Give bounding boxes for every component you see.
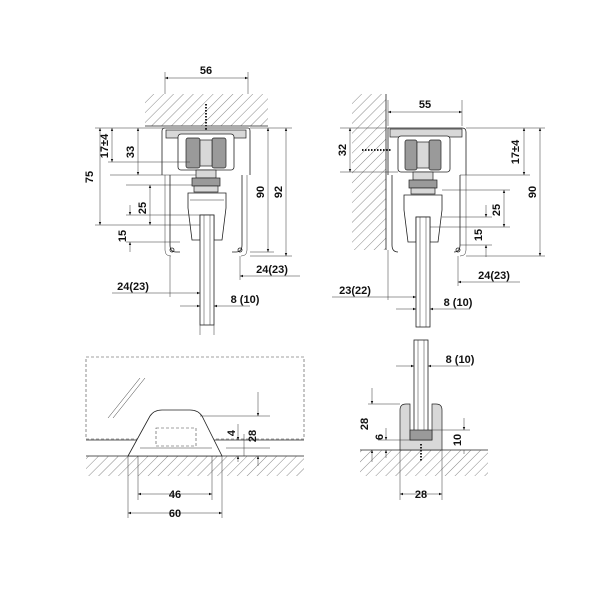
view-ceiling-mount: 56 75 17±4 33 25 15 90 92 24(23) (84, 65, 300, 335)
floor-guide (127, 409, 223, 457)
view-wall-mount: 55 32 17±4 90 25 15 24(23) 23(22) (332, 94, 545, 328)
dim-8-10-wall: 8 (10) (444, 297, 473, 309)
dim-25-right: 25 (491, 204, 503, 216)
dim-6: 6 (374, 434, 386, 440)
dim-4: 4 (226, 429, 238, 436)
track-profile-wall (388, 127, 467, 175)
dim-90-right: 90 (527, 186, 539, 198)
glass-panel (199, 214, 215, 326)
dim-15: 15 (117, 230, 129, 242)
dim-90: 90 (255, 186, 267, 198)
view-floor-guide-section: 8 (10) 28 6 10 28 (359, 339, 488, 501)
dim-8-10-bottom: 8 (10) (446, 354, 475, 366)
view-floor-guide-side: 28 4 46 60 (85, 356, 305, 520)
dim-28-guide: 28 (247, 430, 259, 442)
floor-hatch (86, 456, 304, 476)
dim-33: 33 (125, 146, 137, 158)
dim-25: 25 (137, 202, 149, 214)
dim-8-10: 8 (10) (231, 294, 260, 306)
dim-28-bottom: 28 (415, 489, 427, 501)
dim-23-22: 23(22) (339, 285, 371, 297)
dim-56: 56 (200, 65, 212, 77)
dim-17: 17±4 (99, 133, 111, 158)
dim-24-23-left: 24(23) (117, 281, 149, 293)
dim-46: 46 (169, 489, 181, 501)
dim-24-23-right: 24(23) (256, 264, 288, 276)
dim-75: 75 (84, 171, 96, 183)
dim-15-right: 15 (473, 229, 485, 241)
dim-10: 10 (452, 434, 464, 446)
dim-60: 60 (169, 508, 181, 520)
dim-55: 55 (419, 99, 431, 111)
dim-28-left: 28 (359, 418, 371, 430)
floor-hatch-section (360, 450, 488, 476)
glass-panel-wall (415, 216, 431, 328)
dim-24-23-wall: 24(23) (478, 270, 510, 282)
dim-92: 92 (273, 186, 285, 198)
dim-17-right: 17±4 (510, 139, 522, 164)
dim-32: 32 (337, 144, 349, 156)
glass-panel-bottom (413, 339, 429, 441)
